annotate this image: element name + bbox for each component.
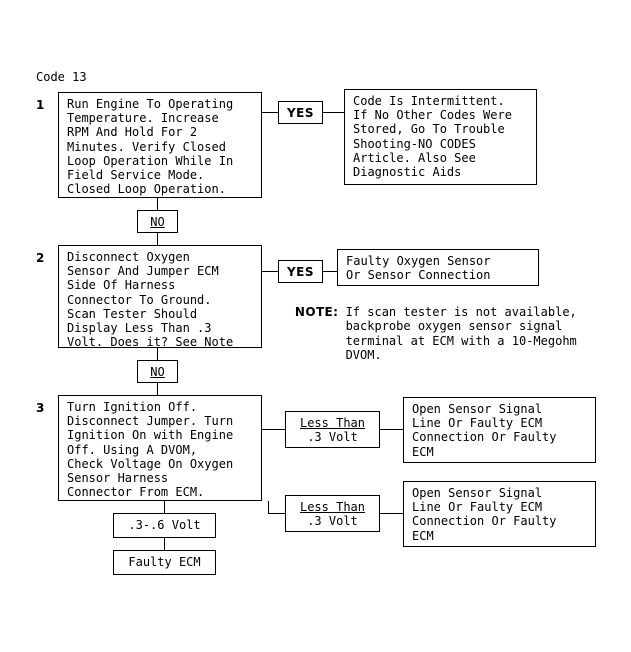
step-1-no-label: NO (137, 210, 178, 233)
branch-b-condition-rest: .3 Volt (307, 514, 358, 529)
connector-step1-down (157, 198, 158, 210)
step-3-branch-a-condition: Less Than .3 Volt (285, 411, 380, 448)
connector-branch-a-to-outcome (380, 429, 403, 430)
note-label: NOTE: (294, 305, 339, 320)
step-3-branch-b-outcome: Open Sensor Signal Line Or Faulty ECM Co… (403, 481, 596, 547)
connector-step3-across-to-branch-b (268, 513, 285, 514)
step-3-branch-b-condition: Less Than .3 Volt (285, 495, 380, 532)
step-2-no-label: NO (137, 360, 178, 383)
connector-step2-down (157, 348, 158, 360)
step-3-voltage-range-box: .3-.6 Volt (113, 513, 216, 538)
branch-a-condition-underlined: Less Than (299, 416, 366, 430)
note-spacer (338, 305, 345, 319)
connector-no-to-step2 (157, 233, 158, 245)
note-text: If scan tester is not available, backpro… (345, 305, 577, 362)
no-label-text-2: NO (150, 364, 165, 379)
connector-yes-to-outcome-2 (323, 271, 337, 272)
step-2-instruction-box: Disconnect Oxygen Sensor And Jumper ECM … (58, 245, 262, 349)
step-1-yes-label: YES (278, 101, 323, 124)
step-3-branch-a-outcome: Open Sensor Signal Line Or Faulty ECM Co… (403, 397, 596, 463)
connector-step3-down-center (164, 501, 165, 513)
connector-branch-b-to-outcome (380, 513, 403, 514)
branch-a-condition-rest: .3 Volt (307, 430, 358, 445)
connector-no-to-step3 (157, 383, 158, 395)
step-3-instruction-box: Turn Ignition Off. Disconnect Jumper. Tu… (58, 395, 262, 501)
page-title: Code 13 (36, 70, 87, 84)
branch-b-condition-underlined: Less Than (299, 500, 366, 514)
connector-step3-to-branch-a (262, 429, 285, 430)
connector-voltage-to-result (164, 538, 165, 550)
connector-step2-to-yes (262, 271, 278, 272)
step-number-2: 2 (36, 251, 45, 265)
step-number-1: 1 (36, 98, 45, 112)
connector-step1-to-yes (262, 112, 278, 113)
step-1-outcome-box: Code Is Intermittent. If No Other Codes … (344, 89, 537, 185)
connector-yes-to-outcome-1 (323, 112, 344, 113)
step-number-3: 3 (36, 401, 45, 415)
connector-step3-down-right (268, 501, 269, 513)
step-2-outcome-box: Faulty Oxygen Sensor Or Sensor Connectio… (337, 249, 539, 286)
step-3-result-box: Faulty ECM (113, 550, 216, 575)
step-1-instruction-box: Run Engine To Operating Temperature. Inc… (58, 92, 262, 198)
no-label-text: NO (150, 214, 165, 229)
step-2-yes-label: YES (278, 260, 323, 283)
step-2-note: NOTE: If scan tester is not available, b… (266, 291, 626, 376)
